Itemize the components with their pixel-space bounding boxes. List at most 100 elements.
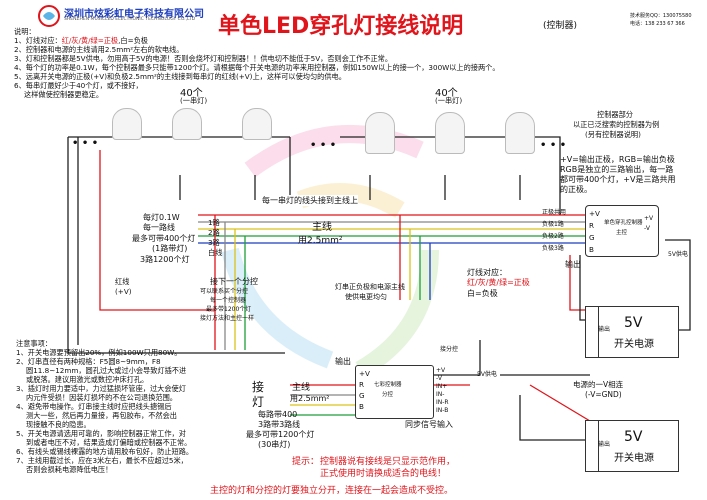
instructions-heading: 说明： [14,27,36,36]
wire-label-2: 2路 [208,228,220,237]
led-bulb [435,112,465,154]
slave-main-size: 用2.5mm² [290,394,330,403]
slave-sync-label: 接分控 [440,346,459,353]
slave-main: 主线 [292,383,311,393]
main-line-size: 用2.5mm² [298,236,343,246]
note-line: 现接触不良的隐患。 [26,420,91,429]
group-right-count: 40个 [435,88,458,99]
ctrl-out-label: 输出 [565,260,581,269]
ctrl-note-2: (另有控制器说明) [585,130,641,139]
psu-note-1: 电源的一V相连 [573,380,624,389]
ctrl-pin-left-0: 正极共用 [542,209,567,216]
led-bulb [505,112,535,154]
psu-note-2: (-V=GND) [585,390,622,399]
dots-left: • • • [72,138,99,149]
dots-right: • • • [310,140,337,151]
red-wire-label: 红线 [115,277,130,286]
contact-phone: 电话：138 233 67 366 [630,21,685,27]
slave-in-pin-3: IN- [436,391,445,398]
psu-bottom-terminals [586,421,599,471]
light-wire-heading: 灯线对应： [467,268,507,277]
bundle-power-note1: 灯串正负极和电源主线 [335,283,405,291]
ctrl-power-pin-neg: -V [644,225,650,232]
slave-in-pin-2: IN+ [436,383,448,390]
bundle-power: 每灯0.1W [143,213,180,222]
instruction-5: 5、远离开关电源的正极(+V)和负极2.5mm²的主线接到每串灯的红线(+V)上… [14,72,346,81]
bundle-max: 最多可带400个灯 [132,234,196,243]
instruction-1: 1、灯线对应：红/灰/黄/绿=正极,白=负极 [14,36,148,46]
instruction-1-prefix: 1、灯线对应： [14,36,62,45]
note-line: 6、有线头或锡线裸露的地方请用胶布包好，防止短路。 [16,447,194,456]
ctrl-note-1: 以正已泛搜索的控制器为例 [573,120,660,129]
tip-prefix: 提示： [292,457,320,467]
instruction-3: 3、灯和控制器都是5V供电，勿用高于5V的电源！否则会烧坏灯和控制器！！供电切不… [14,54,393,63]
slave-sync-input: 同步信号输入 [405,420,453,429]
company-name-en: SHENZHEN MUSICLED ELECTRONIC TECHNOLOGY … [64,17,196,22]
led-bulb [365,112,395,154]
psu-top-name: 开关电源 [614,339,654,350]
ctrl-pin-g: G [589,233,595,242]
ctrl-pin-v: +V [589,209,600,218]
psu-bottom-5v: 5V [624,429,643,445]
slave-light-prefix: 接 [252,380,265,394]
light-wire-red: 红/灰/黄/绿=正极 [467,278,530,287]
psu-bottom-name: 开关电源 [614,453,654,464]
ctrl-desc-1: +V=输出正极，RGB=输出负极 [560,155,675,164]
slave-pin-b: B [359,402,364,411]
psu-top-output: 输出 [598,326,611,333]
led-bulb [242,108,272,140]
slave-in-pin-0: +V [436,367,446,374]
instruction-6: 6、每串灯最好少于40个灯，或不接好， [14,81,143,90]
instruction-6b: 这样做使控制器更稳定。 [24,90,104,99]
slave-title-2: 分控 [382,392,394,398]
slave-out-label: 输出 [335,357,351,366]
page-title-suffix: (控制器) [543,21,578,31]
tip-line2: 正式使用时请换成适合的电线！ [320,469,447,479]
group-right-sub: (一串灯) [435,96,463,105]
bundle-power-note2: 使供电更均匀 [345,293,387,301]
slave-power: 每路带400 [258,410,298,419]
page-title: 单色LED穿孔灯接线说明 [218,14,464,39]
ctrl-pin-r: R [589,221,594,230]
next-ctrl-sub4: 接灯方法和主控一样 [200,315,255,322]
slave-power-label: 5V供电 [477,371,497,378]
ctrl-name-2: 主控 [616,230,628,236]
wire-label-1: 1路 [208,218,220,227]
next-ctrl-sub3: 最多带1200个灯 [206,306,252,313]
note-line: 内元件受损！因装灯损坏的不在公司退换范围。 [26,393,177,402]
ctrl-power-label: 5V供电 [668,251,688,258]
contact-qq: 技术服务QQ：130075580 [630,13,692,19]
slave-light-suffix: 灯 [252,395,265,409]
ctrl-pin-left-3: 负极3路 [542,245,564,252]
wire-label-3: 3路 [208,238,220,247]
notes-heading: 注意事项： [16,339,52,348]
note-line: 7、主线用截过长，应在3米左右，最长不应超过5米， [16,456,188,465]
ctrl-pin-b: B [589,245,594,254]
group-left-count: 40个 [180,88,203,99]
tip-line1: 控制器说有接线是只显示范作用， [320,457,456,467]
light-wire-white: 白=负极 [467,289,498,298]
bottom-warning: 主控的灯和分控的灯要独立分开，连接在一起会造成不受控。 [210,486,454,496]
ctrl-power-pin-v: +V [644,215,654,222]
psu-bottom-output: 输出 [598,441,611,448]
main-line-top-note: 每一串灯的线头接到主线上 [262,195,358,206]
ctrl-pin-left-1: 负极1路 [542,221,564,228]
bundle-one-line: 每一路线 [143,223,175,232]
note-line: 否则会损耗电源降低电压！ [26,465,113,474]
wire-label-white: 白线 [208,248,223,257]
ctrl-name-1: 单色穿孔控制器 [604,220,643,226]
slave-pin-v: +V [359,369,370,378]
note-line: 圆11.8~12mm，圆孔过大或过小会导致灯插不进 [26,366,187,375]
next-ctrl-sub1: 可以联系买个分控 [200,288,249,295]
led-bulb [172,108,202,140]
slave-in-pin-4: IN-R [436,399,449,406]
slave-in-pin-1: -V [436,375,442,382]
ctrl-desc-4: 的正极。 [560,185,592,194]
note-line: 4、避免带电操作。灯串接主线时应把线头搪锡后 [16,402,172,411]
note-line: 测大一些，然后再力量接，再包胶布，不然会出 [26,411,177,420]
instruction-1-red: 红/灰/黄/绿=正极 [61,36,119,45]
psu-top-terminals [586,307,599,357]
ctrl-desc-3: 都可带400个灯，+V是三路共用 [560,175,676,184]
note-line: 到或者电压不对，结果造成灯偏暗或控制器不正常。 [26,438,192,447]
ctrl-desc-2: RGB是独立的三路输出，每一路 [560,165,674,174]
